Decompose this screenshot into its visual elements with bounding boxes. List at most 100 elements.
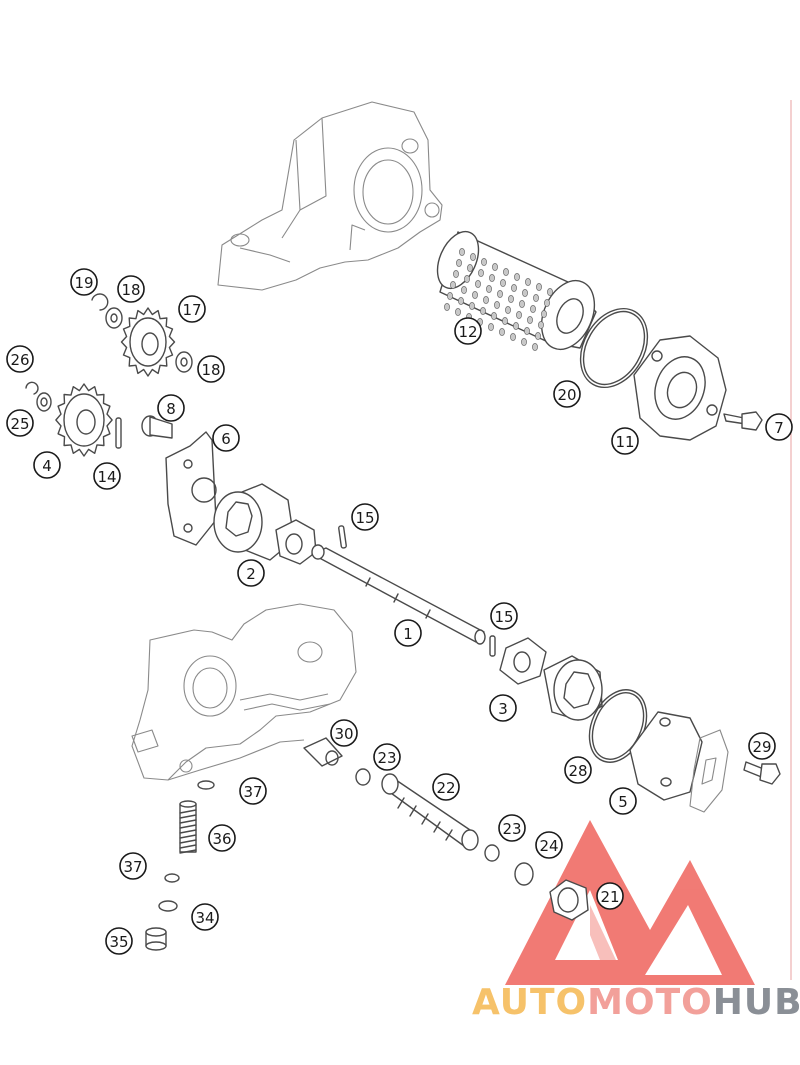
svg-text:21: 21 bbox=[600, 888, 619, 906]
gear-17 bbox=[120, 307, 176, 377]
svg-text:19: 19 bbox=[74, 274, 93, 292]
upper-engine-housing bbox=[217, 101, 443, 291]
svg-text:18: 18 bbox=[121, 281, 140, 299]
svg-text:18: 18 bbox=[201, 361, 220, 379]
svg-text:37: 37 bbox=[243, 783, 262, 801]
o-ring-37-upper bbox=[197, 780, 215, 790]
washer-25 bbox=[36, 392, 52, 412]
valve-piston-30 bbox=[303, 737, 343, 767]
part-label-6: 6 bbox=[212, 424, 240, 452]
pin-15-lower bbox=[489, 635, 496, 657]
svg-text:15: 15 bbox=[494, 608, 513, 626]
o-ring-20-inner bbox=[582, 310, 646, 386]
logo-segment-hub: HUB bbox=[712, 982, 800, 1023]
part-label-21: 21 bbox=[596, 882, 624, 910]
svg-text:7: 7 bbox=[774, 419, 784, 437]
part-label-12: 12 bbox=[454, 317, 482, 345]
svg-text:22: 22 bbox=[436, 779, 455, 797]
svg-text:29: 29 bbox=[752, 738, 771, 756]
part-label-24: 24 bbox=[535, 831, 563, 859]
part-label-3: 3 bbox=[489, 694, 517, 722]
svg-text:3: 3 bbox=[498, 700, 508, 718]
pump-bracket bbox=[689, 729, 729, 813]
svg-text:23: 23 bbox=[377, 749, 396, 767]
part-label-19: 19 bbox=[70, 268, 98, 296]
o-ring-28-inner bbox=[591, 692, 645, 760]
svg-text:8: 8 bbox=[166, 400, 176, 418]
svg-text:25: 25 bbox=[10, 415, 29, 433]
bolt-8 bbox=[141, 415, 173, 439]
svg-text:23: 23 bbox=[502, 820, 521, 838]
part-label-30: 30 bbox=[330, 719, 358, 747]
part-label-26: 26 bbox=[6, 345, 34, 373]
svg-text:12: 12 bbox=[458, 323, 477, 341]
svg-text:34: 34 bbox=[195, 909, 214, 927]
part-label-8: 8 bbox=[157, 394, 185, 422]
part-label-18b: 18 bbox=[197, 355, 225, 383]
logo-segment-auto: AUTO bbox=[472, 982, 588, 1023]
part-label-23a: 23 bbox=[373, 743, 401, 771]
o-ring-24 bbox=[514, 862, 534, 886]
svg-text:6: 6 bbox=[221, 430, 231, 448]
part-label-1: 1 bbox=[394, 619, 422, 647]
svg-text:20: 20 bbox=[557, 386, 576, 404]
inner-rotor-2 bbox=[275, 519, 317, 565]
part-label-35: 35 bbox=[105, 927, 133, 955]
part-label-14: 14 bbox=[93, 462, 121, 490]
svg-text:15: 15 bbox=[355, 509, 374, 527]
gasket-6 bbox=[165, 431, 217, 546]
part-label-5: 5 bbox=[609, 787, 637, 815]
part-label-37b: 37 bbox=[119, 852, 147, 880]
outer-rotor-2 bbox=[213, 483, 295, 561]
logo-segment-moto: MOTO bbox=[587, 982, 713, 1023]
part-label-15a: 15 bbox=[351, 503, 379, 531]
pin-14 bbox=[115, 417, 122, 449]
lower-engine-housing bbox=[131, 603, 357, 781]
logo-mark bbox=[505, 820, 755, 985]
circlip-26 bbox=[25, 381, 39, 395]
o-ring-23-lower bbox=[484, 844, 500, 862]
outer-rotor-3 bbox=[543, 655, 603, 721]
svg-text:14: 14 bbox=[97, 468, 116, 486]
svg-text:36: 36 bbox=[212, 830, 231, 848]
svg-text:30: 30 bbox=[334, 725, 353, 743]
o-ring-37-lower bbox=[164, 873, 180, 883]
svg-text:26: 26 bbox=[10, 351, 29, 369]
part-label-29: 29 bbox=[748, 732, 776, 760]
washer-18-upper bbox=[105, 307, 123, 329]
plug-21 bbox=[549, 879, 589, 921]
svg-text:11: 11 bbox=[615, 433, 634, 451]
part-label-15b: 15 bbox=[490, 602, 518, 630]
spring-36 bbox=[179, 800, 197, 854]
o-ring-20 bbox=[579, 307, 649, 389]
pump-shaft-1 bbox=[311, 544, 486, 645]
oil-filter-element bbox=[436, 230, 597, 351]
part-label-28: 28 bbox=[564, 756, 592, 784]
part-label-7: 7 bbox=[765, 413, 793, 441]
svg-text:37: 37 bbox=[123, 858, 142, 876]
svg-text:28: 28 bbox=[568, 762, 587, 780]
oil-screen-22 bbox=[381, 773, 479, 851]
part-label-18a: 18 bbox=[117, 275, 145, 303]
part-label-4: 4 bbox=[33, 451, 61, 479]
washer-18-lower bbox=[175, 351, 193, 373]
svg-text:24: 24 bbox=[539, 837, 558, 855]
bolt-29 bbox=[743, 761, 781, 785]
svg-text:4: 4 bbox=[42, 457, 52, 475]
svg-text:2: 2 bbox=[246, 565, 256, 583]
part-label-11: 11 bbox=[611, 427, 639, 455]
part-label-36: 36 bbox=[208, 824, 236, 852]
part-label-22: 22 bbox=[432, 773, 460, 801]
part-label-25: 25 bbox=[6, 409, 34, 437]
o-ring-23-upper bbox=[355, 768, 371, 786]
o-ring-34 bbox=[158, 900, 178, 912]
svg-text:1: 1 bbox=[403, 625, 413, 643]
part-label-17: 17 bbox=[178, 295, 206, 323]
plug-35 bbox=[145, 927, 167, 951]
part-label-34: 34 bbox=[191, 903, 219, 931]
bolt-7 bbox=[723, 411, 763, 431]
gear-4 bbox=[55, 383, 113, 457]
svg-text:35: 35 bbox=[109, 933, 128, 951]
